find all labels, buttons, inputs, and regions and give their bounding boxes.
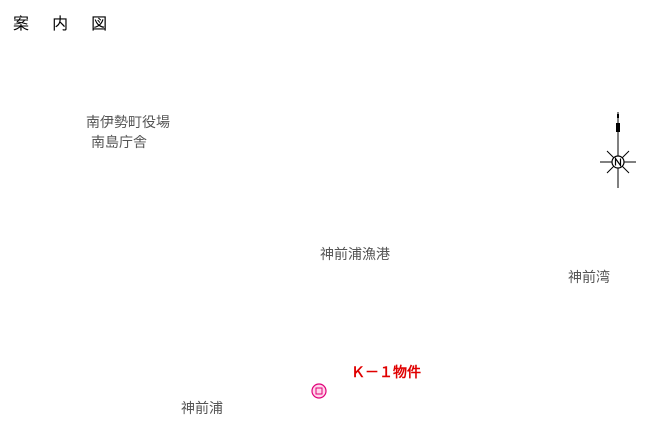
property-marker-icon bbox=[311, 383, 327, 399]
fishing-port-label: 神前浦漁港 bbox=[320, 247, 390, 263]
north-arrow-compass-icon bbox=[600, 112, 636, 188]
town-office-label-line1: 南伊勢町役場 bbox=[86, 115, 170, 131]
town-office-label: 南伊勢町役場 南島庁舎 bbox=[86, 113, 170, 153]
area-label: 神前浦 bbox=[181, 401, 223, 417]
property-label: Ｋ－１物件 bbox=[351, 365, 421, 381]
town-office-label-line2: 南島庁舎 bbox=[91, 135, 147, 151]
bay-label: 神前湾 bbox=[568, 270, 610, 286]
map-title: 案 内 図 bbox=[13, 14, 117, 33]
